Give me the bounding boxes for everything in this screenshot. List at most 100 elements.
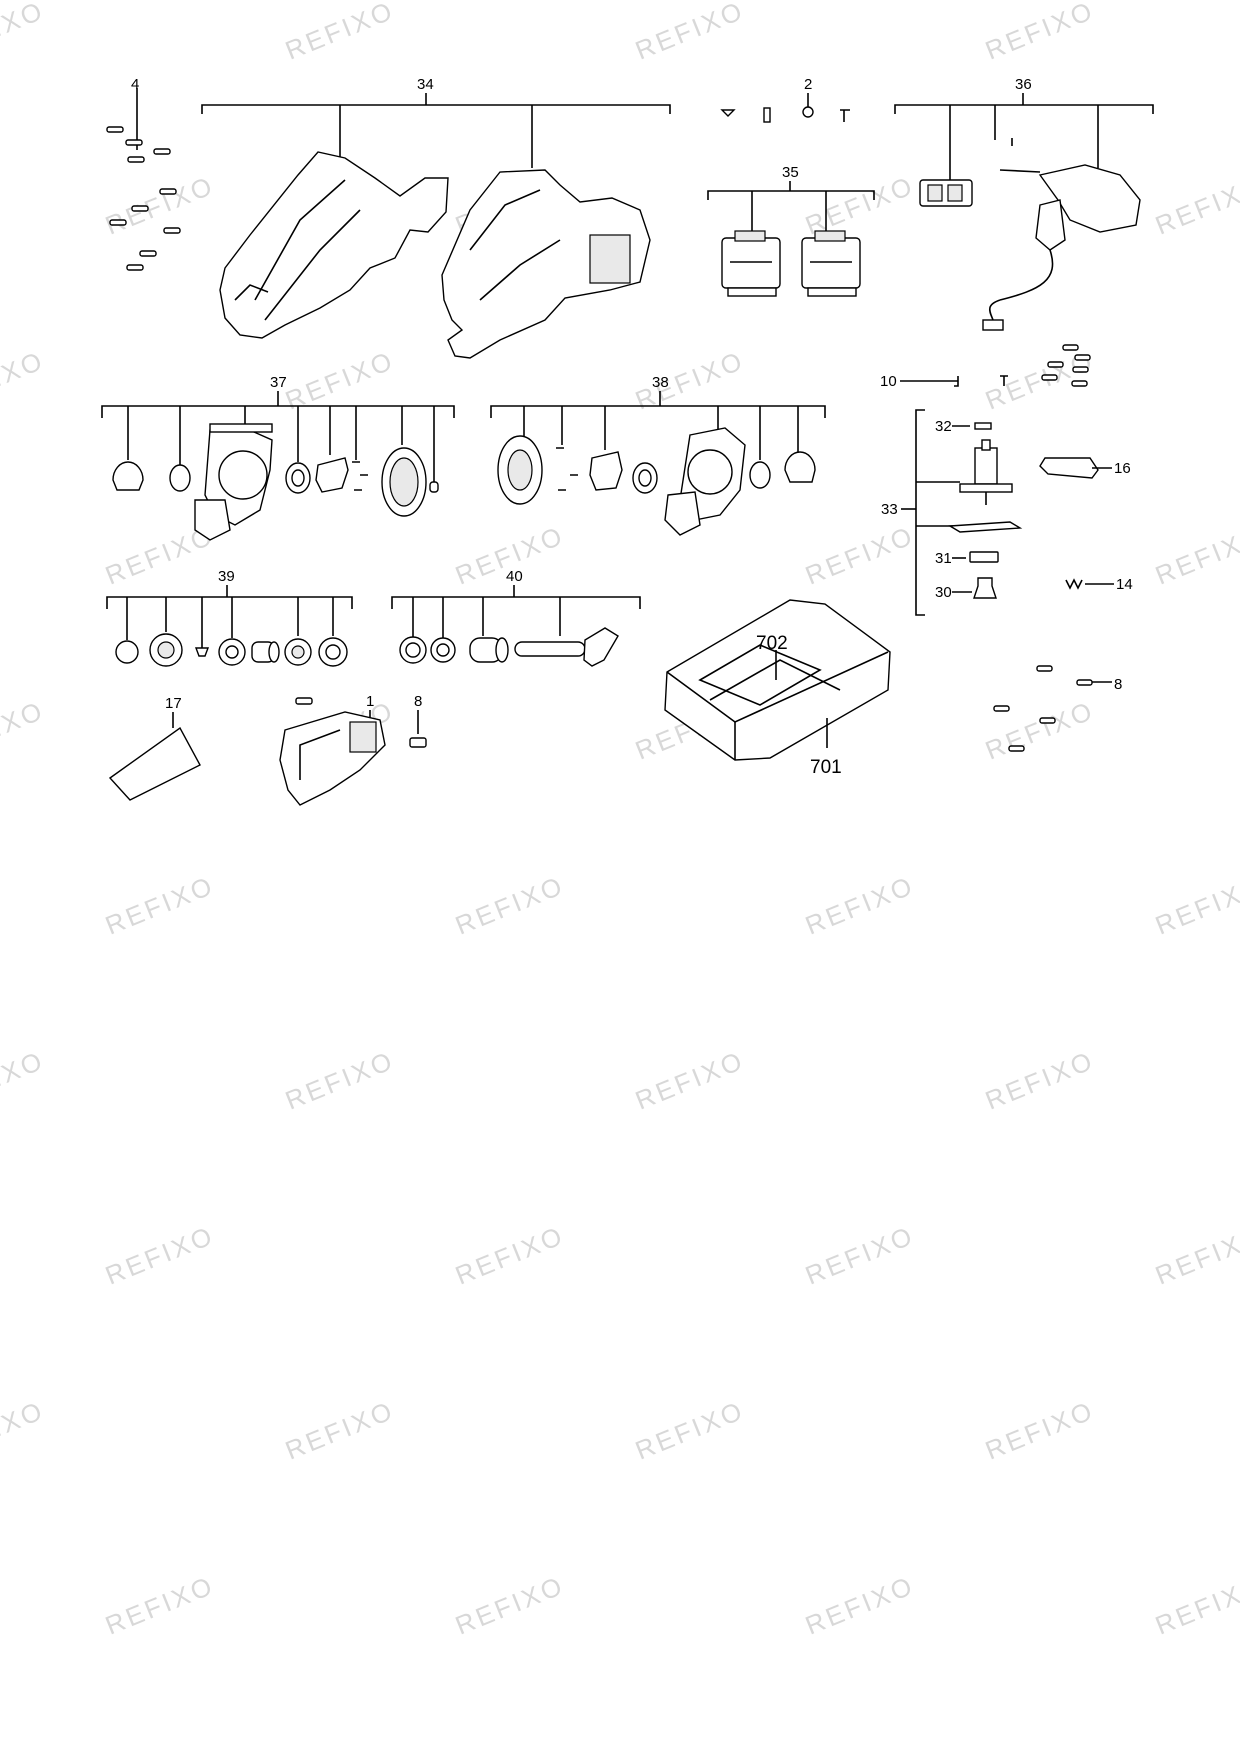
plunger-assembly-33 bbox=[959, 439, 1013, 505]
callout-39: 39 bbox=[218, 568, 235, 585]
watermark-text-35: REFIXO bbox=[981, 1395, 1099, 1466]
gear-37 bbox=[381, 447, 427, 517]
callout-37: 37 bbox=[270, 374, 287, 391]
gear-38 bbox=[497, 435, 543, 505]
part-14[interactable]: 14 bbox=[1065, 576, 1133, 593]
part-group-40[interactable]: 40 bbox=[391, 568, 641, 667]
callout-33: 33 bbox=[881, 501, 898, 518]
part-group-8-right[interactable]: 8 bbox=[993, 665, 1122, 752]
part-group-37[interactable]: 37 bbox=[101, 374, 455, 541]
plunger-shaft-40 bbox=[514, 627, 619, 667]
watermark-text-28: REFIXO bbox=[101, 1220, 219, 1291]
warning-label-17 bbox=[108, 726, 201, 801]
part-32[interactable]: 32 bbox=[935, 418, 992, 435]
gear-housing-38 bbox=[664, 427, 746, 536]
watermark-text-26: REFIXO bbox=[631, 1045, 749, 1116]
sleeve-40 bbox=[469, 637, 509, 663]
part-group-33[interactable]: 33 bbox=[881, 409, 1023, 616]
watermark-text-15: REFIXO bbox=[1151, 520, 1240, 591]
watermark-text-7: REFIXO bbox=[1151, 170, 1240, 241]
ring-40a bbox=[399, 636, 427, 664]
watermark-text-33: REFIXO bbox=[281, 1395, 399, 1466]
cam-plate-37 bbox=[315, 457, 349, 493]
part-17[interactable]: 17 bbox=[108, 695, 201, 801]
watermark-text-38: REFIXO bbox=[801, 1570, 919, 1641]
callout-14: 14 bbox=[1116, 576, 1133, 593]
watermark-text-9: REFIXO bbox=[281, 345, 399, 416]
watermark-text-6: REFIXO bbox=[801, 170, 919, 241]
watermark-text-1: REFIXO bbox=[281, 0, 399, 66]
part-31[interactable]: 31 bbox=[935, 550, 999, 567]
screw-set-4 bbox=[106, 126, 181, 271]
watermark-text-39: REFIXO bbox=[1151, 1570, 1240, 1641]
watermark-text-22: REFIXO bbox=[801, 870, 919, 941]
part-group-34[interactable]: 34 bbox=[201, 76, 671, 359]
bearing-38 bbox=[632, 462, 658, 494]
watermark-text-36: REFIXO bbox=[101, 1570, 219, 1641]
housing-left-half bbox=[219, 151, 449, 339]
part-1[interactable]: 1 bbox=[279, 693, 386, 806]
watermark-text-31: REFIXO bbox=[1151, 1220, 1240, 1291]
callout-38: 38 bbox=[652, 374, 669, 391]
part-group-39[interactable]: 39 bbox=[106, 568, 353, 667]
switch-module bbox=[919, 179, 973, 207]
watermark-text-14: REFIXO bbox=[801, 520, 919, 591]
bushing-39 bbox=[251, 641, 280, 663]
callout-16: 16 bbox=[1114, 460, 1131, 477]
watermark-text-21: REFIXO bbox=[451, 870, 569, 941]
part-16[interactable]: 16 bbox=[1039, 457, 1131, 479]
part-group-35[interactable]: 35 bbox=[707, 164, 875, 297]
pinion-39 bbox=[149, 633, 183, 667]
watermark-text-29: REFIXO bbox=[451, 1220, 569, 1291]
callout-8-left: 8 bbox=[414, 693, 422, 710]
bearing-39a bbox=[218, 638, 246, 666]
part-group-2[interactable]: 2 bbox=[720, 76, 850, 123]
part-8-left[interactable]: 8 bbox=[409, 693, 427, 748]
callout-10: 10 bbox=[880, 373, 897, 390]
callout-36: 36 bbox=[1015, 76, 1032, 93]
end-cap-37 bbox=[112, 461, 144, 491]
watermark-text-23: REFIXO bbox=[1151, 870, 1240, 941]
callout-30: 30 bbox=[935, 584, 952, 601]
watermark-text-25: REFIXO bbox=[281, 1045, 399, 1116]
watermark-text-0: REFIXO bbox=[0, 0, 49, 66]
part-group-4[interactable]: 4 bbox=[106, 76, 181, 271]
watermark-text-10: REFIXO bbox=[631, 345, 749, 416]
o-ring-37 bbox=[169, 464, 191, 492]
watermark-text-16: REFIXO bbox=[0, 695, 49, 766]
part-group-10[interactable]: 10 bbox=[880, 373, 1008, 390]
gear-housing-37 bbox=[194, 423, 273, 541]
watermark-text-2: REFIXO bbox=[631, 0, 749, 66]
ring-40b bbox=[430, 637, 456, 663]
part-30[interactable]: 30 bbox=[935, 577, 997, 601]
callout-34: 34 bbox=[417, 76, 434, 93]
callout-702: 702 bbox=[756, 633, 788, 654]
o-ring-38 bbox=[749, 461, 771, 489]
watermark-text-37: REFIXO bbox=[451, 1570, 569, 1641]
plate-33 bbox=[947, 521, 1023, 533]
callout-35: 35 bbox=[782, 164, 799, 181]
bearing-39b bbox=[284, 638, 312, 666]
motor-unit-b bbox=[801, 230, 861, 297]
watermark-text-8: REFIXO bbox=[0, 345, 49, 416]
motor-unit-a bbox=[721, 230, 781, 297]
callout-40: 40 bbox=[506, 568, 523, 585]
watermark-text-24: REFIXO bbox=[0, 1045, 49, 1116]
callout-32: 32 bbox=[935, 418, 952, 435]
bearing-39c bbox=[318, 637, 348, 667]
loose-screws-right bbox=[1041, 344, 1091, 387]
callout-701: 701 bbox=[810, 757, 842, 778]
part-group-38[interactable]: 38 bbox=[490, 374, 826, 536]
callout-1: 1 bbox=[366, 693, 374, 710]
callout-8-right: 8 bbox=[1114, 676, 1122, 693]
callout-31: 31 bbox=[935, 550, 952, 567]
part-group-36[interactable]: 36 bbox=[894, 76, 1154, 331]
callout-17: 17 bbox=[165, 695, 182, 712]
end-cap-38 bbox=[784, 451, 816, 483]
shoe-assembly-1 bbox=[279, 711, 386, 806]
carry-case[interactable]: 702 701 bbox=[664, 599, 891, 778]
watermark-text-32: REFIXO bbox=[0, 1395, 49, 1466]
watermark-text-27: REFIXO bbox=[981, 1045, 1099, 1116]
watermark-text-34: REFIXO bbox=[631, 1395, 749, 1466]
